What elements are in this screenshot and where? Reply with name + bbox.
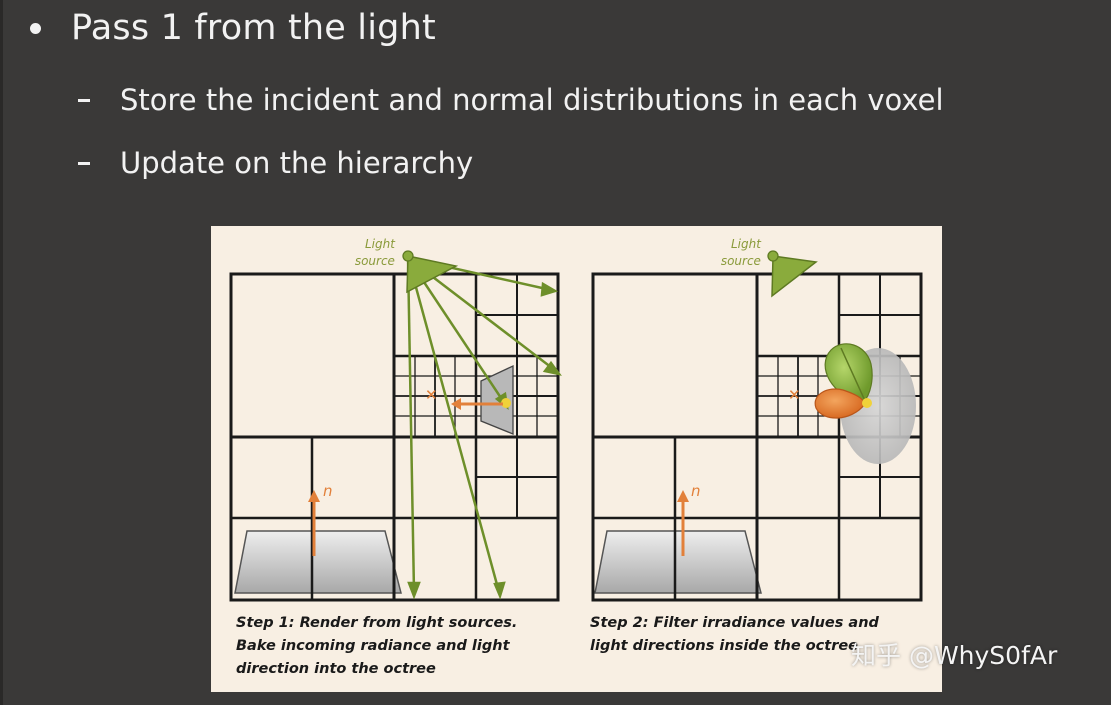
sub-dash [78,98,90,102]
cross-marker: ✕ [788,386,801,404]
left-panel: ✕ [229,250,562,602]
octree-grid [229,272,560,602]
light-source-label: Light source [720,237,761,268]
floor-slab [234,530,402,594]
orange-lobe [814,388,866,419]
right-panel: ✕ [591,250,923,602]
step1-caption: Step 1: Render from light sources. Bake … [236,615,518,677]
light-source-icon [406,255,459,294]
sub-bullet-1: Store the incident and normal distributi… [78,83,944,117]
sub-bullet-text: Store the incident and normal distributi… [120,83,944,117]
floor-slab [594,530,762,594]
light-source-icon [771,255,818,298]
step2-caption: Step 2: Filter irradiance values and lig… [590,615,879,654]
bullet-item: Pass 1 from the light [30,8,436,48]
watermark: 知乎 @WhyS0fAr [851,641,1058,670]
bullet-text: Pass 1 from the light [71,8,436,48]
normal-label: n [691,482,701,500]
cross-marker: ✕ [425,386,438,404]
sub-bullet-2: Update on the hierarchy [78,146,473,180]
light-source-label: Light source [354,237,395,268]
octree-diagram: ✕ [229,250,923,602]
lit-voxel [501,398,511,408]
light-rays [406,256,562,600]
bullet-dot [30,22,41,34]
lit-voxel [862,398,872,408]
slide-edge [0,0,3,705]
green-lobe [824,343,873,404]
sub-bullet-text: Update on the hierarchy [120,146,474,180]
octree-figure: ✕ [211,226,942,692]
sub-dash [78,161,90,165]
normal-label: n [323,482,333,500]
